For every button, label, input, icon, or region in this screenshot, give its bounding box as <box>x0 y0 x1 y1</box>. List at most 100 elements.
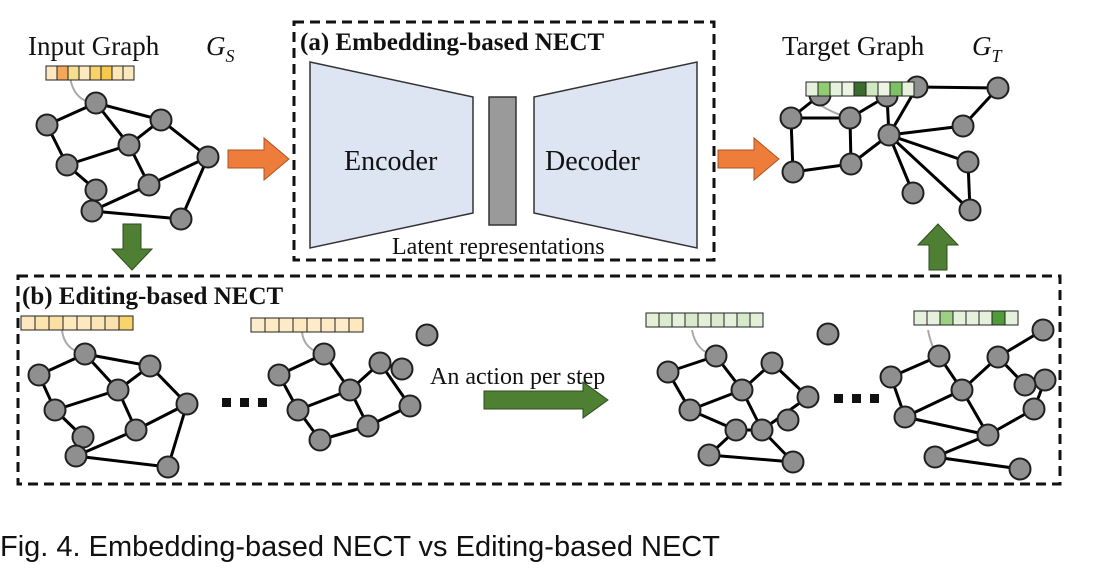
edit-graph-3-node <box>781 450 805 474</box>
target-graph-symbol: GT <box>972 31 1004 66</box>
feature-bars-layer <box>20 65 1019 333</box>
panel-b-frame <box>16 274 1062 486</box>
target-feature-bar-cell <box>829 81 843 97</box>
edit-feature-bar-4-cell <box>991 310 1006 326</box>
edit-graph-4-edge <box>934 455 1021 471</box>
input-feature-bar-cell <box>45 65 58 81</box>
input-graph-node <box>137 173 161 197</box>
edit-graph-3-node <box>724 418 748 442</box>
edit-graph-3-node <box>730 378 754 402</box>
edit-graph-1-node <box>27 363 51 387</box>
edit-graph-1-node <box>43 398 67 422</box>
edit-graph-4-node <box>1022 397 1046 421</box>
input-feature-bar-cell <box>122 65 135 81</box>
edit-feature-bar-2-cell <box>250 317 266 333</box>
graphs-layer <box>27 75 1057 481</box>
target-graph-edge <box>888 133 969 164</box>
edit-graph-3-node <box>678 398 702 422</box>
edit-feature-bar-3-cell <box>684 312 699 328</box>
orange-arrow-left <box>227 136 290 182</box>
target-graph-node <box>877 123 901 147</box>
figure-caption: Fig. 4. Embedding-based NECT vs Editing-… <box>0 531 720 563</box>
ellipsis-right <box>834 394 879 403</box>
edit-feature-bar-2-cell <box>334 317 350 333</box>
edit-graph-3-node <box>656 360 680 384</box>
edit-feature-bar-2-cell <box>278 317 294 333</box>
edit-graph-1-node <box>106 378 130 402</box>
edit-graph-1-node <box>71 425 95 449</box>
target-feature-bar-cell <box>805 81 819 97</box>
latent-bar <box>488 96 517 226</box>
edit-feature-bar-1-cell <box>90 315 106 331</box>
edit-feature-bar-4-cell <box>926 310 941 326</box>
edit-feature-bar-1 <box>20 315 134 331</box>
edit-graph-3-node <box>704 344 728 368</box>
edit-feature-bar-4-cell <box>978 310 993 326</box>
edit-graph-4-node <box>1013 373 1037 397</box>
edit-graph-2-node <box>356 414 380 438</box>
decoder-label: Decoder <box>545 146 641 177</box>
input-feature-bar-cell <box>111 65 124 81</box>
input-feature-bar-cell <box>89 65 102 81</box>
edit-graph-3-edge <box>708 453 794 464</box>
target-graph-node <box>986 76 1010 100</box>
edit-graph-1-edge <box>75 454 169 469</box>
target-feature-bar-cell <box>877 81 891 97</box>
edit-feature-bar-1-cell <box>48 315 64 331</box>
target-graph-edge <box>916 85 999 90</box>
target-feature-bar-cell <box>889 81 903 97</box>
edit-graph-3-node <box>760 351 784 375</box>
edit-graph-2-node <box>267 363 291 387</box>
edit-feature-bar-1-cell <box>118 315 134 331</box>
target-graph-node <box>901 181 925 205</box>
edit-graph-1-node <box>64 444 88 468</box>
edit-graph-3-node <box>697 443 721 467</box>
edit-feature-bar-1-cell <box>34 315 50 331</box>
target-graph-node <box>958 198 982 222</box>
target-graph-node <box>779 106 803 130</box>
edit-graph-4-node <box>893 405 917 429</box>
edit-feature-bar-3-cell <box>645 312 660 328</box>
target-graph-node <box>951 114 975 138</box>
edit-graph-4-edge <box>904 415 989 437</box>
input-graph-label: Input Graph <box>28 31 160 61</box>
target-graph-node <box>781 160 805 184</box>
edit-feature-bar-1-cell <box>76 315 92 331</box>
edit-feature-bar-4-cell <box>965 310 980 326</box>
edit-feature-bar-1-cell <box>20 315 36 331</box>
edit-feature-bar-3-cell <box>658 312 673 328</box>
edit-feature-bar-4-cell <box>913 310 928 326</box>
edit-graph-1-node <box>73 342 97 366</box>
edit-feature-bar-3-cell <box>749 312 764 328</box>
edit-graph-3-node <box>776 408 800 432</box>
input-graph-node <box>117 133 141 157</box>
edit-graph-2-node <box>398 394 422 418</box>
green-up-arrow <box>916 223 960 271</box>
encoder-label: Encoder <box>344 146 438 177</box>
input-graph-edge <box>91 209 182 221</box>
edit-graph-2 <box>267 323 439 452</box>
edit-graph-4-node <box>1033 368 1057 392</box>
edit-graph-1-node <box>156 455 180 479</box>
input-graph-node <box>35 113 59 137</box>
edit-graph-2-node <box>286 398 310 422</box>
edit-graph-4-node <box>986 345 1010 369</box>
edit-feature-bar-4-cell <box>952 310 967 326</box>
edit-graph-4-node <box>927 344 951 368</box>
edit-feature-bar-2-cell <box>320 317 336 333</box>
edit-graph-2-node <box>390 357 414 381</box>
edit-feature-bar-2-cell <box>306 317 322 333</box>
edit-graph-4-node <box>1008 457 1032 481</box>
target-feature-bar-cell <box>853 81 867 97</box>
edit-graph-2-node <box>312 342 336 366</box>
target-feature-bar <box>805 81 915 97</box>
edit-feature-bar-2-cell <box>264 317 280 333</box>
input-graph-node <box>84 91 108 115</box>
input-graph-node <box>169 207 193 231</box>
orange-arrow-right <box>717 136 780 182</box>
edit-graph-1 <box>27 329 199 479</box>
action-label: An action per step <box>430 364 605 390</box>
green-down-arrow <box>110 223 154 271</box>
edit-graph-2-node <box>415 323 439 347</box>
